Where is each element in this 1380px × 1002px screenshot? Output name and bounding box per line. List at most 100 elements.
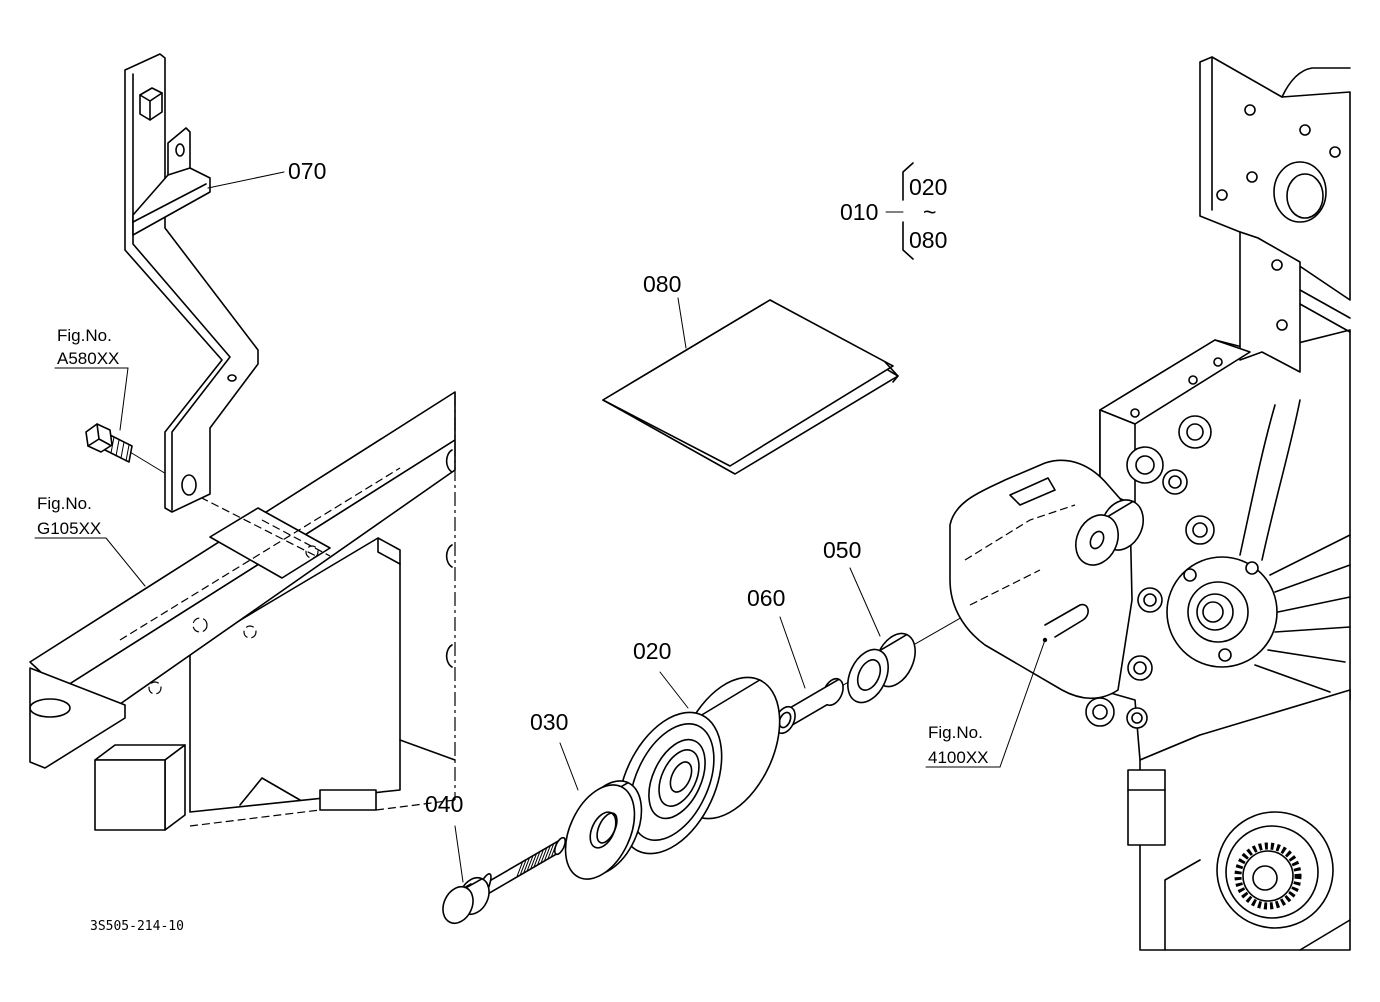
leader-050 <box>849 567 881 637</box>
pulley-bearing-bore <box>669 761 693 793</box>
assembly-brace <box>902 162 914 260</box>
bracket-mount-hole <box>181 474 197 496</box>
bolt-thread <box>543 845 551 862</box>
housing-bolt-hole <box>1271 259 1283 271</box>
spacer-050 <box>847 632 916 704</box>
housing-bolt-hole <box>1299 124 1311 136</box>
bolt-thread <box>540 847 548 864</box>
frame-block-side <box>164 744 186 831</box>
label-part-080: 080 <box>643 271 681 297</box>
housing-top-bore-inner <box>1286 173 1324 219</box>
ref-a580xx-prefix: Fig.No. <box>57 326 112 345</box>
frame-hole <box>243 625 257 639</box>
housing-lower-tube <box>1127 769 1166 846</box>
label-range-end: 080 <box>909 227 947 253</box>
gear-case-outline <box>949 459 1133 700</box>
housing-column <box>1239 231 1301 373</box>
frame-slot-arc <box>445 544 453 568</box>
bolt-thread <box>550 841 558 858</box>
sleeve-060 <box>774 677 844 735</box>
reference-bolt-head-edge <box>87 423 111 447</box>
frame-lower-lines <box>239 739 456 806</box>
label-range-start: 020 <box>909 174 947 200</box>
label-range-tilde: ~ <box>923 199 936 225</box>
housing-boss-hole <box>1192 522 1208 538</box>
bracket-edge <box>132 73 231 511</box>
assembly-bracket <box>885 162 914 260</box>
label-part-030: 030 <box>530 709 568 735</box>
bolt-thread <box>519 859 527 876</box>
idler-pulley-020 <box>617 676 781 855</box>
housing-box-hole <box>1188 375 1198 385</box>
housing-gear-boss-inner <box>1225 825 1319 919</box>
leader-020 <box>659 671 689 709</box>
gear-case <box>949 459 1133 700</box>
bracket-nut-edge <box>139 92 163 121</box>
housing-boss-hole <box>1168 475 1182 489</box>
leader-040 <box>454 825 464 883</box>
frame-hole <box>305 545 319 559</box>
bolt-thread <box>533 851 541 868</box>
housing-boss-hole <box>1135 455 1155 475</box>
spacer-bore <box>856 659 882 691</box>
ref-a580xx-code: A580XX <box>57 349 119 368</box>
housing-ribs <box>1239 399 1351 693</box>
leader-g105xx <box>105 537 146 587</box>
leader-080 <box>677 297 687 349</box>
ref-4100xx-prefix: Fig.No. <box>928 723 983 742</box>
engine-housing <box>1085 56 1351 951</box>
washer-hole-edge <box>596 812 618 844</box>
bolt-thread <box>547 843 555 860</box>
drawing-code: 3S505-214-10 <box>90 919 184 934</box>
housing-rail <box>1299 289 1351 333</box>
frame-mount-pad <box>209 507 331 579</box>
ref-g105xx-prefix: Fig.No. <box>37 494 92 513</box>
frame-hole <box>148 681 162 695</box>
label-part-070: 070 <box>288 158 326 184</box>
label-part-050: 050 <box>823 537 861 563</box>
bracket-body <box>124 53 259 513</box>
reference-bolt <box>85 423 187 487</box>
instruction-sheet-080 <box>602 299 899 475</box>
housing-hub-hole <box>1218 648 1232 662</box>
bracket-bend-hole <box>227 374 237 382</box>
housing-lower-boss-hole <box>1092 704 1108 720</box>
bolt-thread <box>530 853 537 870</box>
frame-clamp-hole <box>29 698 71 718</box>
bracket-shelf-edge <box>132 183 207 223</box>
housing-bolt-hole <box>1246 171 1258 183</box>
gear-case-hidden <box>964 504 1076 606</box>
leader-030 <box>559 742 579 791</box>
frame-lower-hidden <box>189 799 456 827</box>
frame-block-front <box>94 759 166 831</box>
housing-bolt-hole <box>1216 189 1228 201</box>
frame-slot-arc <box>445 644 453 668</box>
housing-lower-boss-hole <box>1131 712 1143 724</box>
gear-case-slot <box>1044 603 1089 638</box>
housing-bolt-hole <box>1329 146 1341 158</box>
ref-g105xx-code: G105XX <box>37 519 101 538</box>
housing-hub-hole <box>1183 568 1197 582</box>
label-part-020: 020 <box>633 638 671 664</box>
housing-boss-hole <box>1143 593 1157 607</box>
frame-side-plate <box>189 537 401 813</box>
leader-070 <box>207 171 285 189</box>
frame-plate-edge <box>377 537 401 565</box>
bolt-040 <box>442 836 567 925</box>
frame-hole <box>192 617 208 633</box>
frame-lower-block <box>319 789 377 811</box>
housing-top-bore <box>1273 161 1327 223</box>
bracket-tab-hole <box>175 143 185 157</box>
pulley-rim <box>629 722 715 842</box>
washer-030 <box>564 780 643 880</box>
housing-box-hole <box>1213 357 1223 367</box>
bolt-head-front <box>442 885 474 925</box>
housing-box-hole <box>1130 408 1140 418</box>
frame-clamp <box>29 667 126 769</box>
housing-gear-bore <box>1252 865 1278 891</box>
boss-bore <box>1089 530 1105 550</box>
housing-boss-hole <box>1186 423 1204 441</box>
ref-4100xx-code: 4100XX <box>928 748 989 767</box>
housing-top-plate-edge <box>1211 56 1351 211</box>
